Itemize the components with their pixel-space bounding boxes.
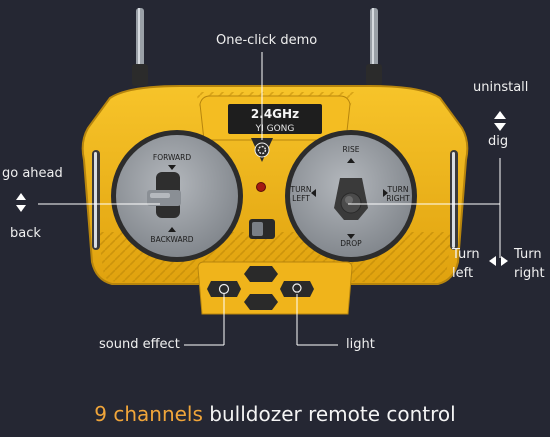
power-switch[interactable]: [249, 219, 275, 239]
gear-icon: [257, 145, 267, 155]
caption-rest: bulldozer remote control: [202, 402, 456, 426]
uninstall-label: uninstall: [473, 80, 529, 95]
right-antenna: [366, 8, 382, 86]
turn-right-arrow-icon: [383, 189, 388, 197]
right-drop-label: DROP: [340, 239, 362, 248]
bulb-icon: [292, 283, 302, 293]
rise-arrow-icon: [347, 158, 355, 163]
forward-arrow-icon: [168, 165, 176, 170]
sound-effect-label: sound effect: [99, 337, 180, 352]
brand-line1: 2.4GHz: [251, 107, 299, 121]
backward-arrow-icon: [168, 227, 176, 232]
back-label: back: [10, 226, 41, 241]
go-ahead-up-arrow-icon: [16, 193, 26, 200]
dig-label: dig: [488, 134, 509, 149]
left-forward-label: FORWARD: [153, 153, 191, 162]
turn-left-arrow-icon: [311, 189, 316, 197]
turn-left-label: Turn left: [452, 247, 480, 281]
demo-button[interactable]: [251, 138, 273, 162]
center-top-button[interactable]: [244, 266, 278, 282]
left-lever[interactable]: [147, 172, 181, 218]
drop-arrow-icon: [347, 234, 355, 239]
brand-line2: YI GONG: [255, 124, 295, 134]
right-joystick[interactable]: [334, 178, 368, 220]
center-bottom-button[interactable]: [244, 294, 278, 310]
uninstall-up-arrow-icon: [494, 111, 506, 119]
left-backward-label: BACKWARD: [150, 235, 193, 244]
brand-plate: [228, 104, 322, 134]
turn-left-arrow-callout-icon: [489, 256, 496, 266]
one-click-demo-label: One-click demo: [216, 33, 318, 48]
sound-effect-button[interactable]: [207, 281, 241, 297]
turn-right-arrow-callout-icon: [501, 256, 508, 266]
speaker-icon: [218, 283, 230, 295]
dig-down-arrow-icon: [494, 123, 506, 131]
left-antenna: [132, 8, 148, 86]
right-rise-label: RISE: [343, 145, 360, 154]
light-label: light: [346, 337, 375, 352]
callout-lines: [38, 52, 501, 346]
back-down-arrow-icon: [16, 205, 26, 212]
go-ahead-label: go ahead: [2, 166, 63, 181]
light-button[interactable]: [280, 281, 314, 297]
turn-right-label: Turn right: [514, 247, 545, 281]
caption-accent: 9 channels: [94, 402, 203, 426]
power-led: [256, 182, 266, 192]
caption: 9 channels bulldozer remote control: [0, 402, 550, 426]
